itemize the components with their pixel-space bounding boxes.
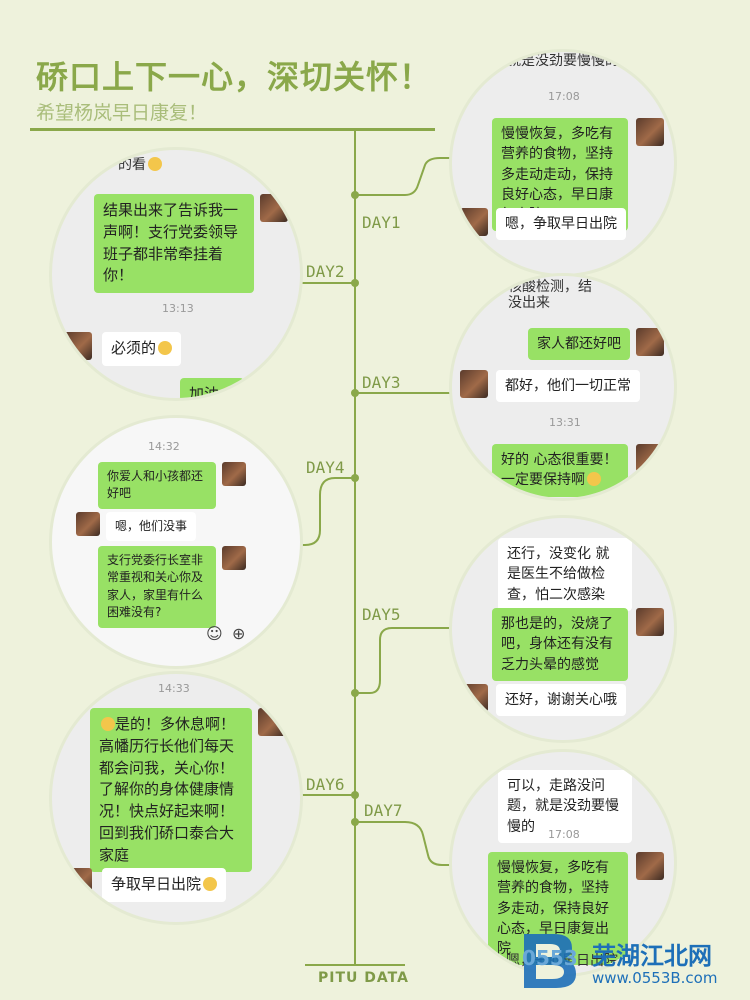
chat-bubble-outgoing: 结果出来了告诉我一声啊！支行党委领导班子都非常牵挂着你！: [94, 194, 254, 293]
chat-bubble-outgoing: 好的 心态很重要！一定要保持啊: [492, 444, 628, 497]
day6-label: DAY6: [306, 775, 345, 794]
smile-emoji-icon: [101, 717, 115, 731]
day7-label: DAY7: [364, 801, 403, 820]
fist-emoji-icon: [203, 877, 218, 891]
avatar: [222, 462, 246, 486]
avatar: [636, 328, 664, 356]
chat-timestamp: 13:13: [162, 302, 194, 315]
chat-bubble-outgoing: 支行党委行长室非常重视和关心你及家人，家里有什么困难没有?: [98, 546, 216, 628]
chat-timestamp: 14:33: [158, 682, 190, 695]
avatar: [260, 194, 288, 222]
day4-label: DAY4: [306, 458, 345, 477]
day7-chat-circle: 可以，走路没问题，就是没劲要慢慢的 17:08 慢慢恢复，多吃有营养的食物，坚持…: [452, 752, 674, 974]
chat-bubble-incoming: 嗯，他们没事: [106, 512, 197, 542]
avatar: [64, 332, 92, 360]
day3-label: DAY3: [362, 373, 401, 392]
day2-chat-circle: 的看 结果出来了告诉我一声啊！支行党委领导班子都非常牵挂着你！ 13:13 必须…: [52, 150, 300, 398]
chat-bubble-incoming: 还行，没变化 就是医生不给做检查，怕二次感染: [498, 538, 632, 611]
chat-message-cut: 的看: [118, 154, 162, 174]
chat-bubble-outgoing: 是的！多休息啊！高幡历行长他们每天都会问我，关心你！了解你的身体健康情况！快点好…: [90, 708, 252, 873]
chat-bubble-outgoing: 慢慢恢复，多吃有营养的食物，坚持多走动，保持良好心态，早日康复出院: [488, 852, 628, 966]
day1-chat-circle: 就是没劲要慢慢的 17:08 慢慢恢复，多吃有营养的食物，坚持多走动走动，保持良…: [452, 52, 674, 274]
day5-label: DAY5: [362, 605, 401, 624]
page-title: 硚口上下一心，深切关怀！: [36, 58, 433, 96]
chat-bubble-outgoing: 加油: [180, 378, 245, 398]
day3-chat-circle: 核酸检测，结 没出来 家人都还好吧 都好，他们一切正常 13:31 好的 心态很…: [452, 276, 674, 498]
day4-chat-circle: 14:32 你爱人和小孩都还好吧 嗯，他们没事 支行党委行长室非常重视和关心你及…: [52, 418, 300, 666]
chat-timestamp: 17:08: [548, 828, 580, 841]
chat-bubble-incoming: 都好，他们一切正常: [496, 370, 640, 403]
chat-message-cut: 核酸检测，结: [508, 279, 592, 295]
avatar: [460, 684, 488, 712]
avatar: [76, 512, 100, 536]
chat-timestamp: 14:32: [148, 440, 180, 453]
chat-bubble-outgoing: 你爱人和小孩都还好吧: [98, 462, 216, 509]
smile-emoji-icon: [587, 472, 601, 487]
smile-emoji-icon: [148, 157, 162, 171]
add-button-icon[interactable]: ⊕: [232, 624, 246, 643]
timeline-footer: PITU DATA: [318, 970, 409, 986]
chat-timestamp: 17:08: [548, 90, 580, 103]
avatar: [64, 868, 92, 896]
watermark-number: 0553: [522, 946, 578, 970]
chat-bubble-incoming: 可以，走路没问题，就是没劲要慢慢的: [498, 770, 632, 843]
avatar: [222, 546, 246, 570]
avatar: [636, 608, 664, 636]
page-subtitle: 希望杨岚早日康复！: [36, 102, 208, 124]
fist-emoji-icon: [221, 387, 236, 398]
chat-bubble-outgoing: 那也是的，没烧了吧，身体还有没有乏力头晕的感觉: [492, 608, 628, 681]
watermark-logo-icon: [524, 934, 576, 988]
chat-bubble-incoming: 必须的: [102, 332, 182, 366]
chat-message-cut: 没出来: [508, 295, 550, 311]
chat-bubble-incoming: 争取早日出院: [102, 868, 227, 902]
chat-timestamp: 13:31: [549, 416, 581, 429]
day6-chat-circle: 14:33 是的！多休息啊！高幡历行长他们每天都会问我，关心你！了解你的身体健康…: [52, 674, 300, 922]
chat-bubble-outgoing: 家人都还好吧: [528, 328, 630, 361]
watermark-url: www.0553B.com: [592, 969, 718, 987]
chat-message-cut: 就是没劲要慢慢的: [507, 53, 619, 69]
day1-label: DAY1: [362, 213, 401, 232]
day5-chat-circle: 还行，没变化 就是医生不给做检查，怕二次感染 那也是的，没烧了吧，身体还有没有乏…: [452, 518, 674, 740]
emoji-button-icon[interactable]: ☺: [206, 624, 223, 643]
chat-bubble-incoming: 嗯，争取早日出院: [496, 208, 626, 241]
avatar: [460, 208, 488, 236]
title-rule: [30, 128, 435, 131]
chat-bubble-incoming: 还好，谢谢关心哦: [496, 684, 626, 717]
avatar: [636, 444, 664, 472]
avatar: [258, 708, 286, 736]
avatar: [636, 118, 664, 146]
day2-label: DAY2: [306, 262, 345, 281]
fist-emoji-icon: [158, 341, 173, 355]
watermark-site-name: 芜湖江北网: [592, 942, 712, 970]
avatar: [460, 370, 488, 398]
avatar: [636, 852, 664, 880]
